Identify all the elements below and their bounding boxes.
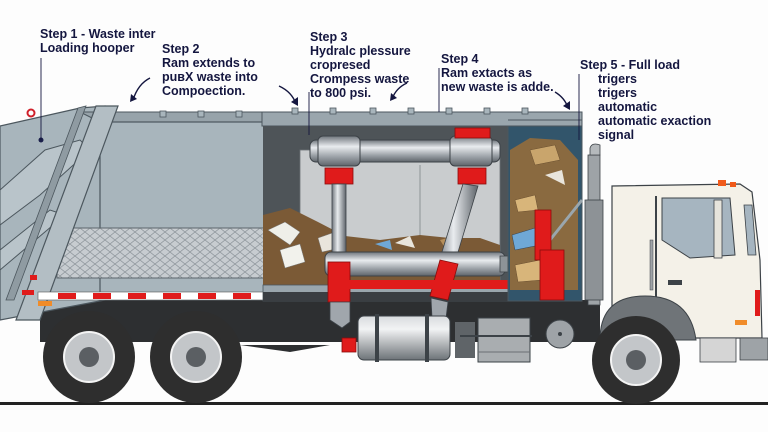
step-5-text-line: automatic exaction — [598, 114, 712, 128]
exhaust-stack — [584, 143, 604, 306]
rear-wheel-1 — [43, 311, 135, 403]
step-5-title: Step 5 - Full load — [580, 58, 681, 72]
battery-box — [455, 317, 575, 363]
step-2-text-line: Compoection. — [162, 84, 246, 98]
step-4-text-line: new waste is adde. — [441, 80, 554, 94]
step-5-callout: Step 5 - Full load trigers trigers autom… — [580, 58, 711, 142]
step-3-text-line: cropresed — [310, 58, 371, 72]
step-2-callout: Step 2 Ram extends to puвX waste into Co… — [162, 42, 258, 98]
waste-storage-bin — [507, 119, 584, 302]
step-1-title: Step 1 - Waste inter — [40, 27, 156, 41]
fuel-tank — [357, 314, 451, 362]
ground-line — [0, 402, 768, 405]
top-rail — [261, 107, 583, 127]
step-4-text-line: Ram extacts as — [441, 66, 533, 80]
step-2-text-line: puвX waste into — [162, 70, 258, 84]
arrow-heads — [130, 93, 570, 110]
step-3-title: Step 3 — [310, 30, 348, 44]
step-5-text-line: automatic — [598, 100, 658, 114]
step-2-title: Step 2 — [162, 42, 200, 56]
step-5-text-line: trigers — [598, 86, 637, 100]
step-5-text-line: signal — [598, 128, 635, 142]
step-4-title: Step 4 — [441, 52, 479, 66]
step-3-text-line: Crompess waste — [310, 72, 410, 86]
rear-wheel-2 — [150, 311, 242, 403]
step-1-text-line: Loading hooper — [40, 41, 135, 55]
front-wheel — [592, 316, 680, 404]
step-3-callout: Step 3 Hydralc plessure cropresed Crompe… — [310, 30, 411, 100]
step-4-callout: Step 4 Ram extacts as new waste is adde. — [441, 52, 554, 94]
step-5-text-line: trigers — [598, 72, 637, 86]
step-3-text-line: Hydralc plessure — [310, 44, 411, 58]
packer-body — [5, 105, 267, 321]
step-1-callout: Step 1 - Waste inter Loading hooper — [40, 27, 156, 55]
step-3-text-line: to 800 psi. — [310, 86, 372, 100]
step-2-text-line: Ram extends to — [162, 56, 256, 70]
